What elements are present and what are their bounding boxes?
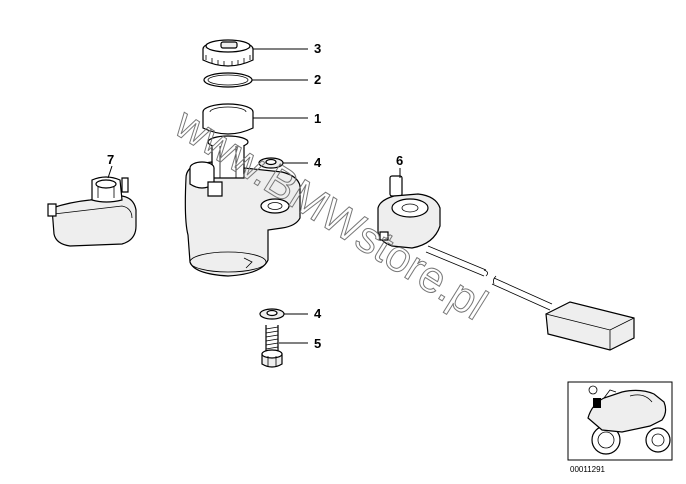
reference-number: 00011291 xyxy=(570,465,606,474)
part-4-washer-lower xyxy=(259,308,285,320)
callout-7: 7 xyxy=(107,152,114,167)
callout-6: 6 xyxy=(396,153,403,168)
motorcycle-locator-icon xyxy=(587,385,671,455)
callout-2: 2 xyxy=(314,72,321,87)
callout-4-upper: 4 xyxy=(314,155,322,170)
part-1-ignition-lock xyxy=(184,103,301,277)
part-3-lock-cap xyxy=(202,39,254,67)
callout-1: 1 xyxy=(314,111,321,126)
callout-4-lower: 4 xyxy=(314,306,322,321)
part-2-sealing-ring xyxy=(203,72,253,88)
part-6-switch-with-cable xyxy=(377,175,635,351)
part-7-cover xyxy=(47,176,137,247)
locator-thumbnail xyxy=(567,381,673,461)
callout-3: 3 xyxy=(314,41,321,56)
callout-5: 5 xyxy=(314,336,321,351)
part-5-screw xyxy=(261,325,283,368)
leader-lines xyxy=(107,48,401,344)
